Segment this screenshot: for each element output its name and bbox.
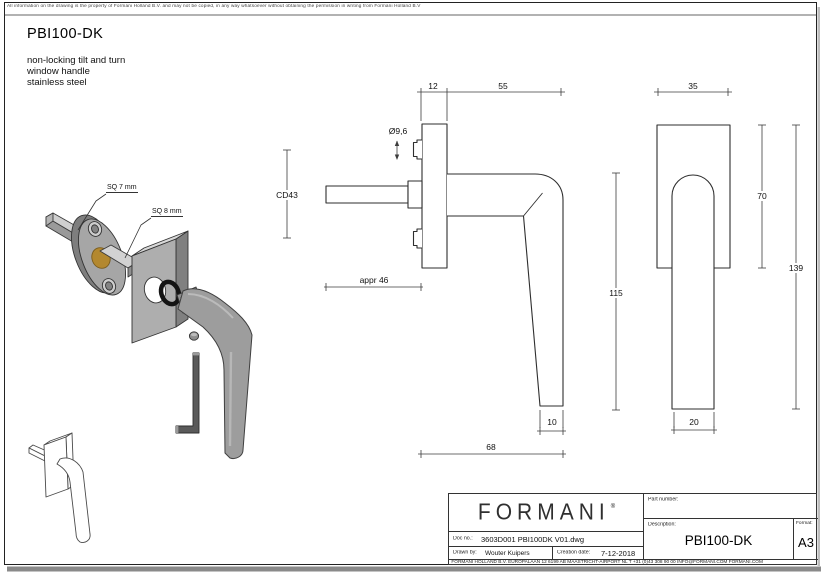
exploded-view (45, 193, 253, 459)
dim-rose-width: 35 (688, 81, 698, 91)
screw-cap-part (188, 331, 200, 341)
format-cell: Format: A3 (793, 519, 818, 560)
company-footer-text: FORMANI HOLLAND B.V. EUROPALAAN 12 6199 … (451, 560, 763, 565)
dim-centre-distance: CD43 (274, 190, 300, 200)
side-view-dimension-lines (283, 88, 620, 458)
dim-grip-tip: 10 (547, 417, 557, 427)
dim-spindle-length: appr 46 (359, 275, 389, 285)
copyright-disclaimer: All information on the drawing is the pr… (7, 4, 421, 9)
product-description: non-locking tilt and turn window handle … (27, 55, 125, 88)
drawn-by-label: Drawn by: (453, 550, 477, 556)
allen-key-part (175, 352, 200, 434)
description-line: non-locking tilt and turn (27, 55, 126, 66)
description-line: stainless steel (27, 77, 87, 88)
title-block: FORMANI® Doc no.: 3603D001 PBI100DK V01.… (448, 493, 818, 566)
dim-handle-reach: 55 (498, 81, 508, 91)
part-number-cell: Part number: (644, 494, 818, 519)
sheet-border (4, 2, 821, 572)
dim-grip-width: 20 (689, 417, 699, 427)
front-view-dimension-lines (654, 88, 800, 434)
doc-number-label: Doc no.: (453, 536, 473, 542)
dim-lug-diameter: Ø9,6 (388, 126, 408, 136)
leader-lines (77, 193, 152, 259)
creation-date-label: Creation date: (557, 550, 591, 556)
description-cell: Description: PBI100-DK (644, 519, 793, 560)
doc-number-cell: Doc no.: 3603D001 PBI100DK V01.dwg (449, 532, 644, 547)
dim-rose-height: 70 (755, 191, 769, 201)
spindle-size-label: SQ 7 mm (106, 184, 138, 193)
format-value: A3 (798, 535, 814, 550)
dim-rose-thickness: 12 (428, 81, 438, 91)
doc-number-value: 3603D001 PBI100DK V01.dwg (481, 535, 584, 544)
rose-block-part (131, 230, 189, 344)
o-ring-part (158, 279, 182, 307)
company-footer: FORMANI HOLLAND B.V. EUROPALAAN 12 6199 … (449, 560, 818, 566)
assembled-thumbnail (28, 432, 91, 543)
drawn-by-value: Wouter Kuipers (485, 550, 530, 557)
dim-handle-drop: 115 (607, 288, 625, 298)
flange-part (71, 214, 126, 296)
dim-overall-depth: 68 (486, 442, 496, 452)
format-label: Format: (796, 521, 813, 526)
description-label: Description: (648, 522, 676, 528)
handle-part (177, 288, 253, 459)
side-view-drawing (325, 123, 564, 407)
logo-text: FORMANI (477, 499, 610, 525)
description-value: PBI100-DK (684, 533, 753, 548)
dim-overall-height: 139 (786, 263, 806, 273)
description-line: window handle (27, 66, 90, 77)
front-view-drawing (656, 124, 731, 410)
shaft-size-label: SQ 8 mm (151, 208, 183, 217)
drawn-by-cell: Drawn by: Wouter Kuipers (449, 547, 553, 560)
product-code-title: PBI100-DK (27, 26, 104, 42)
registered-mark: ® (610, 503, 616, 510)
creation-date-cell: Creation date: 7-12-2018 (553, 547, 644, 560)
creation-date-value: 7-12-2018 (601, 549, 636, 558)
formani-logo: FORMANI® (449, 494, 644, 532)
part-number-label: Part number: (648, 497, 679, 503)
